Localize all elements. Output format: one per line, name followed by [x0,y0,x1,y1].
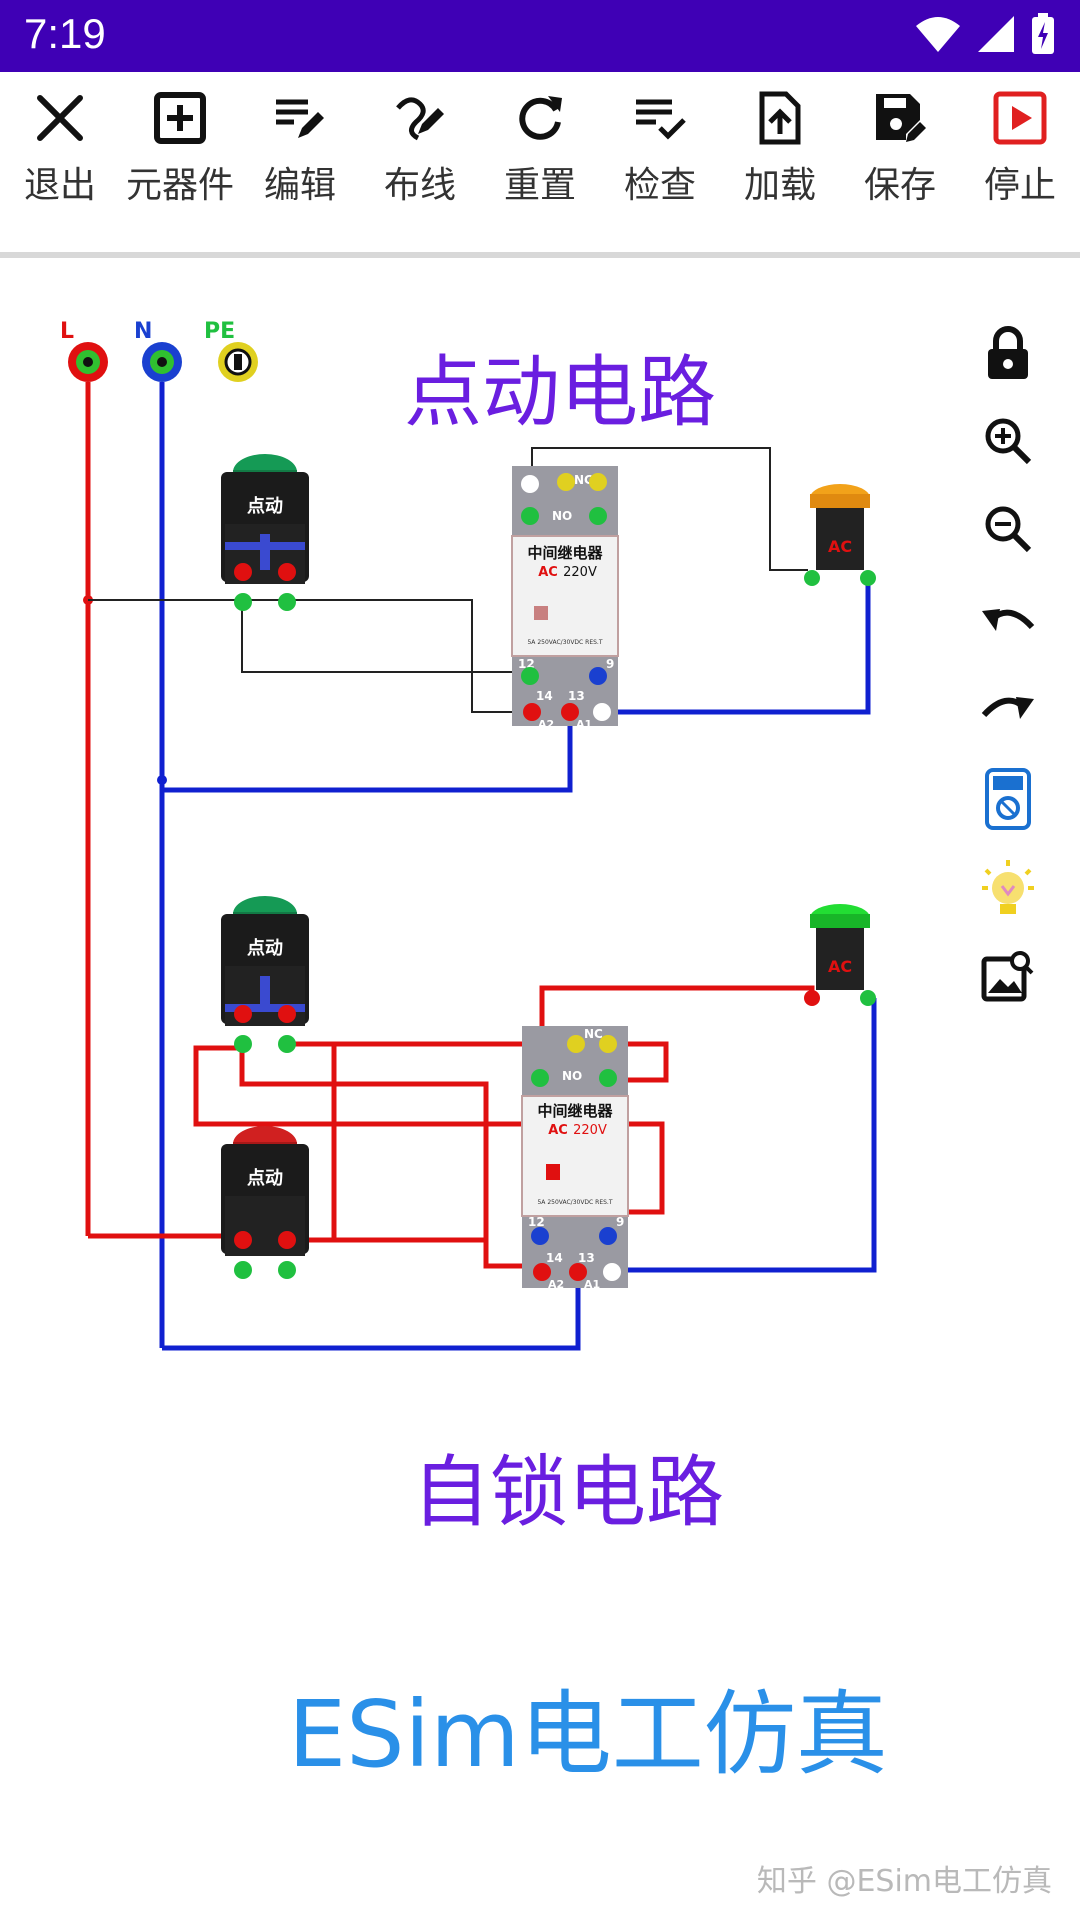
wifi-icon [916,17,960,52]
components-label: 元器件 [125,165,234,206]
lock-icon [988,326,1028,379]
selflock-relay-a1: A1 [584,1278,600,1291]
zoom-in-button[interactable] [968,406,1048,476]
wire-pen-icon [396,97,444,141]
selflock-relay-p14: 14 [546,1251,563,1265]
load-label: 加载 [743,165,816,206]
selflock-circuit-title: 自锁电路 [412,1448,725,1538]
circuit-canvas[interactable]: L N PE 点动 中间继电器 AC 220V 5A 250VAC/30VDC … [0,258,1080,1920]
jog-relay-p14: 14 [536,689,553,703]
selflock-relay-nc: NC [584,1027,603,1041]
jog-circuit-title: 点动电路 [404,348,717,438]
save-edit-icon [876,94,926,142]
zoom-in-icon [985,418,1032,465]
jog-lamp-label: AC [828,537,852,556]
upload-file-icon [759,91,801,145]
wiring-label: 布线 [383,165,456,206]
status-time: 7:19 [24,10,106,57]
undo-button[interactable] [968,584,1048,654]
selflock-relay-ac: AC [548,1123,568,1138]
jog-relay-a1: A1 [576,718,592,731]
jog-relay-p9: 9 [606,657,614,671]
components-button[interactable]: 元器件 [120,90,240,240]
terminal-l[interactable]: L [60,319,108,382]
edit-label: 编辑 [263,165,336,206]
redo-icon [981,697,1034,719]
selflock-relay-name: 中间继电器 [537,1102,613,1120]
terminal-n[interactable]: N [134,319,182,382]
checklist-icon [636,99,686,140]
stop-pushbutton-label: 点动 [247,1167,283,1189]
start-button-label: 点动 [247,937,283,959]
selflock-relay-a2: A2 [548,1278,564,1291]
selflock-relay-no: NO [562,1069,582,1083]
brand-title: ESim电工仿真 [288,1681,888,1788]
add-box-icon [154,92,206,144]
terminal-n-label: N [134,319,152,344]
exit-label: 退出 [23,165,96,206]
battery-charging-icon [1032,13,1054,54]
stop-label: 停止 [983,165,1056,206]
multimeter-icon [985,768,1031,830]
terminal-pe-label: PE [204,319,235,344]
selflock-lamp-label: AC [828,957,852,976]
signal-icon [978,16,1014,52]
edit-list-icon [276,99,324,138]
jog-push-button[interactable]: 点动 [221,454,309,611]
save-label: 保存 [863,165,936,206]
load-button[interactable]: 加载 [720,90,840,240]
selflock-relay[interactable]: 中间继电器 AC 220V 5A 250VAC/30VDC RES.T NC N… [521,1026,629,1291]
start-push-button[interactable]: 点动 [221,896,309,1053]
jog-relay-rating: 5A 250VAC/30VDC RES.T [527,639,602,646]
save-button[interactable]: 保存 [840,90,960,240]
terminal-l-label: L [60,319,74,344]
wiring-button[interactable]: 布线 [360,90,480,240]
jog-relay[interactable]: 中间继电器 AC 220V 5A 250VAC/30VDC RES.T NC N… [511,466,619,731]
check-button[interactable]: 检查 [600,90,720,240]
toolbar: 退出 元器件 编辑 布线 重置 检查 加载 保存 停止 [0,72,1080,252]
refresh-icon [519,96,562,140]
close-icon [37,95,83,141]
jog-relay-nc: NC [574,473,593,487]
lightbulb-button[interactable] [968,854,1048,924]
jog-relay-no: NO [552,509,572,523]
stop-play-icon [993,91,1047,145]
reset-button[interactable]: 重置 [480,90,600,240]
lock-button[interactable] [968,318,1048,388]
toolbar-divider [0,252,1080,258]
jog-relay-voltage: 220V [563,565,597,580]
jog-indicator-lamp[interactable]: AC [804,484,876,586]
jog-relay-p13: 13 [568,689,585,703]
stop-push-button[interactable]: 点动 [221,1126,309,1279]
undo-icon [982,609,1035,631]
selflock-relay-rating: 5A 250VAC/30VDC RES.T [537,1199,612,1206]
image-search-button[interactable] [968,942,1048,1012]
selflock-relay-p13: 13 [578,1251,595,1265]
watermark: 知乎 @ESim电工仿真 [756,1864,1052,1899]
jog-relay-ac: AC [538,565,558,580]
check-label: 检查 [623,165,696,206]
status-bar: 7:19 [0,0,1080,72]
selflock-indicator-lamp[interactable]: AC [804,904,876,1006]
edit-button[interactable]: 编辑 [240,90,360,240]
image-search-icon [981,951,1034,1002]
zoom-out-button[interactable] [968,494,1048,564]
jog-relay-name: 中间继电器 [527,544,603,562]
exit-button[interactable]: 退出 [0,90,120,240]
selflock-relay-p9: 9 [616,1215,624,1229]
selflock-relay-voltage: 220V [573,1123,607,1138]
redo-button[interactable] [968,672,1048,742]
zoom-out-icon [985,506,1032,553]
selflock-relay-p12: 12 [528,1215,545,1229]
lightbulb-icon [982,860,1034,914]
multimeter-button[interactable] [968,764,1048,834]
reset-label: 重置 [503,165,576,206]
jog-relay-a2: A2 [538,718,554,731]
stop-button[interactable]: 停止 [960,90,1080,240]
jog-button-label: 点动 [247,495,283,517]
terminal-pe[interactable]: PE [204,319,258,382]
